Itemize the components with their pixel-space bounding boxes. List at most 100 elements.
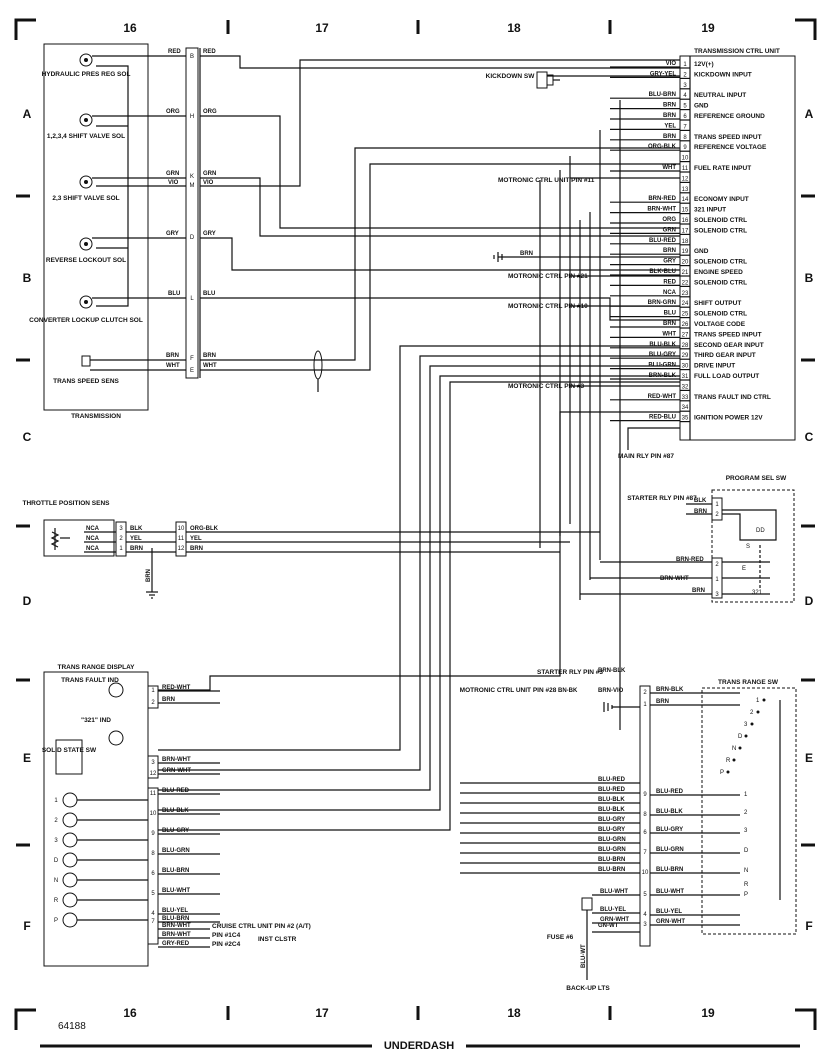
- tcu-function-27: TRANS SPEED INPUT: [694, 331, 762, 338]
- range-sw-wire: BRN-BLK: [656, 687, 684, 693]
- range-sw-pos-P: P: [720, 770, 724, 776]
- range-sw-pin-3: 3: [643, 922, 647, 928]
- fuse-wire: BLU-WHT: [600, 889, 628, 895]
- tcu-pin-18: 18: [682, 239, 689, 245]
- wire-brn-out: BRN: [203, 353, 216, 359]
- tcu-function-1: 12V(+): [694, 61, 714, 68]
- throttle-wire: YEL: [130, 536, 142, 542]
- pin-d: D: [190, 235, 195, 241]
- range-display-pin-6: 6: [151, 871, 155, 877]
- tcu-function-20: SOLENOID CTRL: [694, 259, 747, 266]
- pin-f: F: [190, 356, 194, 362]
- starter-rly-3-label: STARTER RLY PIN #3: [537, 669, 603, 676]
- trans-range-switch[interactable]: TRANS RANGE SW STARTER RLY PIN #3 MOTRON…: [460, 668, 797, 992]
- callout-main-rly: MAIN RLY PIN #87: [618, 453, 674, 460]
- range-sw-pos-2: 2: [750, 710, 754, 716]
- throttle-nca: NCA: [86, 526, 100, 532]
- range-lamp-icon: [62, 812, 78, 828]
- tcu-wire-19: BRN: [663, 248, 676, 254]
- range-bus-wire: BLU-GRY: [598, 817, 625, 823]
- wire-gry: GRY: [166, 231, 179, 237]
- tcu-pin-26: 26: [682, 322, 689, 328]
- tcu-function-11: FUEL RATE INPUT: [694, 165, 751, 172]
- tcu-pin-29: 29: [682, 353, 689, 359]
- range-bus-wire: BLU-GRN: [598, 847, 626, 853]
- extra-brn-wht-2: BRN-WHT: [162, 932, 191, 938]
- range-sw-pos-lower-3: 3: [744, 828, 748, 834]
- range-sw-wire: BLU-GRN: [656, 847, 684, 853]
- hydraulic-sol-label: HYDRAULIC PRES REG SOL: [42, 71, 131, 78]
- range-sw-pos-lower-D: D: [744, 848, 749, 854]
- range-lamp-icon: [62, 872, 78, 888]
- range-display-pin-9: 9: [151, 831, 155, 837]
- backup-wire: BLU-WT: [581, 944, 587, 968]
- col-label-18-bottom: 18: [507, 1006, 521, 1020]
- range-sw-contact-icon: [750, 722, 754, 726]
- pin-2c4-label: PIN #2C4: [212, 941, 241, 948]
- tcu-pin-23: 23: [682, 291, 689, 297]
- pin-1c4-label: PIN #1C4: [212, 932, 241, 939]
- wire-grn-out: GRN: [203, 171, 216, 177]
- row-label-d: D: [23, 594, 32, 608]
- fuse-label: FUSE #6: [547, 934, 574, 941]
- range-bus-wire: BLU-BLK: [598, 807, 625, 813]
- kickdown-switch[interactable]: KICKDOWN SW: [486, 71, 680, 89]
- callout-motronic-11: MOTRONIC CTRL UNIT PIN #11: [498, 177, 595, 184]
- tcu-function-17: SOLENOID CTRL: [694, 227, 747, 234]
- tcu-wire-18: BLU-RED: [649, 238, 677, 244]
- range-display-pin-4: 4: [151, 911, 155, 917]
- wire-blu-out: BLU: [203, 291, 215, 297]
- wire-red-out: RED: [203, 49, 216, 55]
- range-sw-pin-5: 5: [643, 892, 647, 898]
- pin-h: H: [190, 114, 194, 120]
- prog-pos-s: S: [746, 544, 750, 550]
- row-label-b-right: B: [805, 271, 814, 285]
- range-sw-wire: BLU-BLK: [656, 809, 683, 815]
- range-lamp-label-D: D: [54, 858, 59, 864]
- callout-motronic-21: MOTRONIC CTRL PIN #21: [508, 273, 588, 280]
- tcu-pin-15: 15: [682, 208, 689, 214]
- col-label-19: 19: [701, 21, 715, 35]
- col-label-16-bottom: 16: [123, 1006, 137, 1020]
- starter-rly-label: STARTER RLY PIN #87: [627, 495, 697, 502]
- range-sw-pos-N: N: [732, 746, 736, 752]
- pin-m: M: [190, 183, 195, 189]
- range-ground-icon: [603, 702, 613, 712]
- row-label-f-right: F: [805, 919, 812, 933]
- col-label-17: 17: [315, 21, 329, 35]
- tcu-pin-5: 5: [683, 104, 687, 110]
- tcu-function-19: GND: [694, 248, 709, 255]
- range-sw-pin-4: 4: [643, 912, 647, 918]
- program-select-switch[interactable]: PROGRAM SEL SW STARTER RLY PIN #87 1 2 B…: [580, 475, 795, 603]
- pin-b: B: [190, 54, 194, 60]
- range-display-wire: BLU-GRN: [162, 848, 190, 854]
- col-label-17-bottom: 17: [315, 1006, 329, 1020]
- tcu-pin-19: 19: [682, 249, 689, 255]
- range-sw-bus: BLU-REDBLU-REDBLU-BLKBLU-BLKBLU-GRYBLU-G…: [460, 777, 640, 874]
- range-sw-pin-10: 10: [642, 870, 649, 876]
- range-sw-pos-lower-N: N: [744, 868, 748, 874]
- pin-l: L: [190, 296, 194, 302]
- tcu-pin-9: 9: [683, 145, 687, 151]
- tcu-pin-30: 30: [682, 364, 689, 370]
- throttle-nca: NCA: [86, 546, 100, 552]
- tcu-wire-9: ORG-BLK: [648, 144, 677, 150]
- range-wire-bn-bk: BN-BK: [558, 688, 578, 694]
- range-wire-brn-blk-top: BRN-BLK: [598, 668, 626, 674]
- tcu-wire-33: RED-WHT: [648, 394, 677, 400]
- tcu-function-30: DRIVE INPUT: [694, 363, 735, 370]
- tcu-pin-2: 2: [683, 72, 687, 78]
- tcu-function-9: REFERENCE VOLTAGE: [694, 144, 767, 151]
- range-lamp-icon: [62, 912, 78, 928]
- tcu-pin-27: 27: [682, 332, 689, 338]
- range-bus-wire: BLU-RED: [598, 787, 626, 793]
- tcu-wire-6: BRN: [663, 113, 676, 119]
- routing-wires: [200, 55, 680, 392]
- tcu-wire-16: ORG: [662, 217, 676, 223]
- tcu-title: TRANSMISSION CTRL UNIT: [694, 48, 780, 55]
- prog-pos-e: E: [742, 566, 746, 572]
- range-bus-wire: BLU-BRN: [598, 867, 625, 873]
- range-sw-pos-lower-2: 2: [744, 810, 748, 816]
